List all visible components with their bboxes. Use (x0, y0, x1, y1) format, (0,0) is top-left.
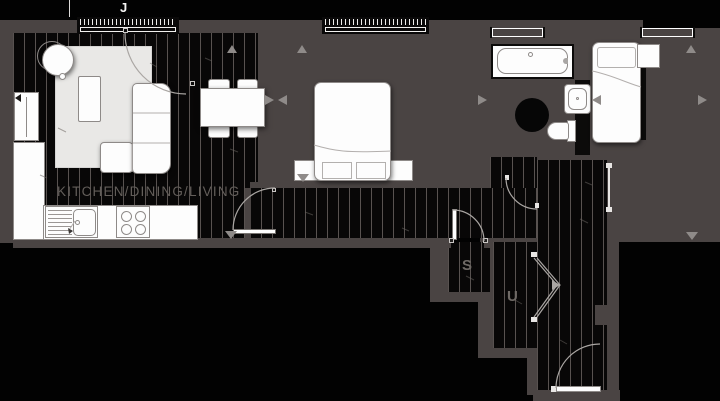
wall-utility-left (478, 292, 493, 358)
door-hinge (531, 252, 537, 257)
door-leaf-living (233, 229, 276, 234)
plot-label: J (120, 0, 128, 15)
dining-table (200, 88, 265, 127)
circular-bathroom-fixture (515, 98, 549, 132)
door-hinge (606, 163, 612, 168)
arrow-left-icon (278, 95, 287, 105)
wall-utility-bottom (493, 348, 537, 358)
sink-faucet (75, 220, 80, 225)
round-side-table (42, 44, 74, 76)
door-hinge (531, 317, 537, 322)
bedside-cabinet (637, 44, 660, 68)
wall-left (0, 20, 13, 243)
arrow-up-icon (297, 45, 307, 53)
washbasin-drain (576, 97, 579, 100)
arrow-down-icon (225, 231, 237, 239)
wall-hall-left-low (527, 348, 537, 395)
fridge-handle (26, 97, 27, 137)
window-cap (640, 27, 642, 38)
door-hinge (190, 81, 195, 86)
arrow-down-icon (686, 232, 698, 240)
wall-storage-utility-sep (490, 240, 493, 292)
arrow-right-icon (265, 95, 274, 105)
arrow-right-icon (478, 95, 487, 105)
table-leg (59, 73, 66, 80)
door-hinge (449, 238, 454, 243)
arrow-right-icon (698, 95, 707, 105)
wall-pier-hall (595, 305, 607, 325)
window-cap (693, 27, 695, 38)
coffee-table (78, 76, 101, 122)
kitchen-sink-unit (45, 206, 98, 238)
toilet-bowl (547, 122, 569, 140)
kitchen-counter-left (13, 142, 45, 240)
window-tick-row (80, 19, 176, 25)
sofa-chaise (100, 142, 133, 173)
dimension-tick (69, 0, 70, 17)
door-hinge (505, 175, 509, 180)
bathtub-tap (563, 58, 568, 64)
bathtub (491, 44, 574, 79)
wall-hall-right (607, 160, 619, 395)
wall-bottom-run (13, 238, 451, 248)
window-track (80, 27, 176, 32)
door-leaf-entry (556, 386, 601, 392)
pillow (597, 47, 636, 68)
door-hinge (483, 238, 488, 243)
sofa (132, 83, 171, 174)
door-hinge (123, 28, 128, 33)
window-cap (543, 27, 545, 38)
wall-storage-left (430, 238, 448, 302)
door-hinge (551, 386, 556, 392)
window-bedroom2 (642, 28, 693, 37)
window-track (325, 27, 426, 32)
door-hinge (535, 203, 539, 208)
bathtub-inner (497, 48, 568, 74)
door-leaf-storage (452, 209, 457, 240)
wall-hall-top (250, 182, 490, 188)
burner (135, 211, 146, 222)
window-living (77, 17, 179, 34)
door-leaf-bedroom2 (608, 167, 610, 208)
utility-closet-label: U (507, 288, 518, 305)
window-bathroom (492, 28, 543, 37)
window-cap (490, 27, 492, 38)
double-bed (314, 82, 391, 181)
door-hinge (606, 207, 612, 212)
storage-closet-label: S (462, 257, 473, 274)
single-bed (592, 42, 641, 143)
arrow-down-icon (297, 174, 309, 182)
pillow (322, 162, 352, 179)
window-bedroom (322, 17, 429, 34)
wall-entry-bottom (533, 390, 620, 401)
arrow-up-icon (227, 45, 237, 53)
room-label-kitchen-dining-living: KITCHEN/DINING/LIVING (57, 184, 241, 199)
bathtub-drain (528, 52, 533, 57)
wall-pier-bed2 (641, 65, 646, 140)
fridge-door-arrow-icon (15, 94, 21, 102)
burner (121, 211, 132, 222)
burner (121, 224, 132, 235)
pillow (356, 162, 386, 179)
washbasin-inner (568, 88, 587, 110)
kitchen-hob (116, 206, 150, 238)
floor-bath-entry (490, 157, 537, 188)
arrow-left-icon (592, 95, 601, 105)
floor-hallway (250, 188, 537, 238)
floor-hall-vertical (537, 160, 607, 393)
burner (135, 224, 146, 235)
window-tick-row (325, 19, 426, 25)
sink-drainer (48, 210, 72, 235)
door-hinge (272, 188, 276, 192)
arrow-up-icon (686, 45, 696, 53)
washbasin (564, 84, 591, 114)
